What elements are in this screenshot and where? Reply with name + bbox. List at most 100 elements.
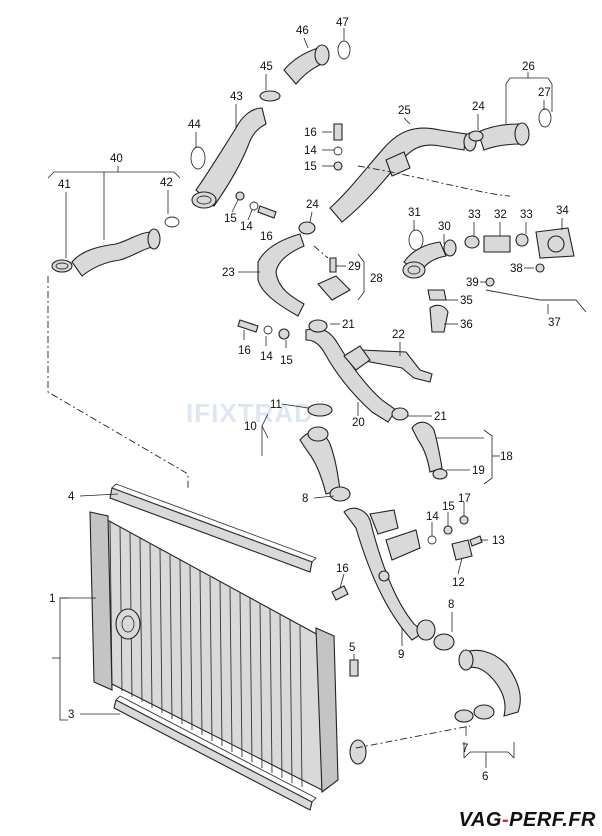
clamp-24b — [468, 130, 484, 142]
callout-29: 29 — [348, 261, 361, 273]
callout-14b: 14 — [304, 145, 317, 157]
callout-33b: 33 — [520, 209, 533, 221]
leader-lines — [47, 28, 563, 768]
callout-15b: 15 — [304, 161, 317, 173]
callout-12: 12 — [452, 577, 465, 589]
callout-7: 7 — [462, 743, 468, 755]
middle-pipe-group — [237, 319, 433, 423]
callout-31: 31 — [408, 207, 421, 219]
callout-32: 32 — [494, 209, 507, 221]
nut-39 — [485, 277, 495, 287]
watermark-text: IFIXTRAD — [186, 398, 314, 428]
hose-18 — [411, 421, 443, 473]
bracket-35 — [427, 289, 447, 301]
clamp-11 — [307, 403, 333, 417]
o-ring-27 — [538, 108, 552, 128]
callout-17: 17 — [458, 493, 471, 505]
clamp-21a — [308, 319, 328, 333]
callout-26: 26 — [522, 61, 535, 73]
callout-25: 25 — [398, 105, 411, 117]
bolt-16b — [333, 123, 343, 141]
bolt-29 — [329, 257, 337, 273]
callout-5: 5 — [349, 642, 355, 654]
intercooler-assembly — [89, 483, 367, 811]
clamp-8a — [329, 486, 351, 502]
callout-24a: 24 — [306, 199, 319, 211]
callout-16a: 16 — [260, 231, 273, 243]
callout-16d: 16 — [336, 563, 349, 575]
screw-38 — [535, 263, 545, 273]
callout-14d: 14 — [426, 511, 439, 523]
brand-logo-text: VAG-PERF.FR — [459, 809, 596, 831]
brand-left: VAG — [459, 809, 502, 831]
callout-41: 41 — [58, 179, 71, 191]
bracket-22 — [359, 349, 433, 383]
clamp-7 — [454, 709, 474, 723]
callout-37: 37 — [548, 317, 561, 329]
intake-duct-43 — [195, 107, 267, 207]
bracket-36 — [429, 304, 449, 333]
routing-line-bottom — [355, 725, 471, 749]
o-ring-47 — [337, 40, 351, 60]
callout-14c: 14 — [260, 351, 273, 363]
inlet-hose-group — [51, 216, 180, 277]
callout-1: 1 — [49, 593, 55, 605]
intercooler-inlet — [115, 608, 141, 640]
callout-16b: 16 — [304, 127, 317, 139]
callout-35: 35 — [460, 295, 473, 307]
upper-duct-group — [190, 40, 351, 219]
callout-27: 27 — [538, 87, 551, 99]
lower-pipe-group — [299, 403, 483, 677]
upper-right-hose-group — [257, 108, 552, 317]
intercooler-outlet — [349, 739, 367, 765]
callout-15c: 15 — [280, 355, 293, 367]
bolt-16a — [257, 205, 277, 219]
callout-21b: 21 — [434, 411, 447, 423]
callout-40: 40 — [110, 153, 123, 165]
charge-pipe-20 — [305, 327, 397, 423]
intercooler-right-tank — [315, 627, 339, 794]
screw-13 — [469, 535, 483, 547]
callout-labels: 1 3 4 5 6 7 8 8 9 10 11 12 13 14 14 14 1… — [49, 17, 569, 783]
callout-36: 36 — [460, 319, 473, 331]
callout-45: 45 — [260, 61, 273, 73]
callout-42: 42 — [160, 177, 173, 189]
callout-8b: 8 — [448, 599, 454, 611]
clamp-19 — [432, 468, 448, 480]
callout-30: 30 — [438, 221, 451, 233]
clamp-8b — [433, 633, 455, 651]
bracket-12 — [451, 539, 473, 561]
hose-6 — [461, 649, 521, 717]
callout-43: 43 — [230, 91, 243, 103]
callout-3: 3 — [68, 709, 74, 721]
routing-line-top-right — [357, 165, 511, 197]
callout-4: 4 — [68, 491, 75, 503]
callout-18: 18 — [500, 451, 513, 463]
callout-11: 11 — [270, 399, 282, 411]
callout-15a: 15 — [224, 213, 237, 225]
intercooler-left-tank — [89, 511, 113, 691]
brand-right: PERF.FR — [509, 809, 596, 831]
charge-air-hose-left — [71, 231, 157, 277]
routing-line-left — [47, 276, 189, 488]
callout-6: 6 — [482, 771, 488, 783]
routing-line-29 — [313, 245, 329, 259]
o-ring-42 — [164, 216, 180, 228]
callout-39: 39 — [466, 277, 479, 289]
callout-24b: 24 — [472, 101, 485, 113]
callout-38: 38 — [510, 263, 523, 275]
callout-28: 28 — [370, 273, 383, 285]
callout-47: 47 — [336, 17, 349, 29]
bracket-pipe-9 — [385, 529, 421, 561]
brand-separator: - — [502, 809, 509, 831]
callout-19: 19 — [472, 465, 485, 477]
callout-46: 46 — [296, 25, 309, 37]
clamp-33b — [515, 233, 529, 247]
hose-clamp-45 — [259, 90, 281, 102]
callout-9: 9 — [398, 649, 404, 661]
callout-22: 22 — [392, 329, 405, 341]
bracket-28 — [317, 275, 351, 301]
callout-8a: 8 — [302, 493, 308, 505]
clamp-24a — [298, 221, 316, 235]
callout-44: 44 — [188, 119, 201, 131]
